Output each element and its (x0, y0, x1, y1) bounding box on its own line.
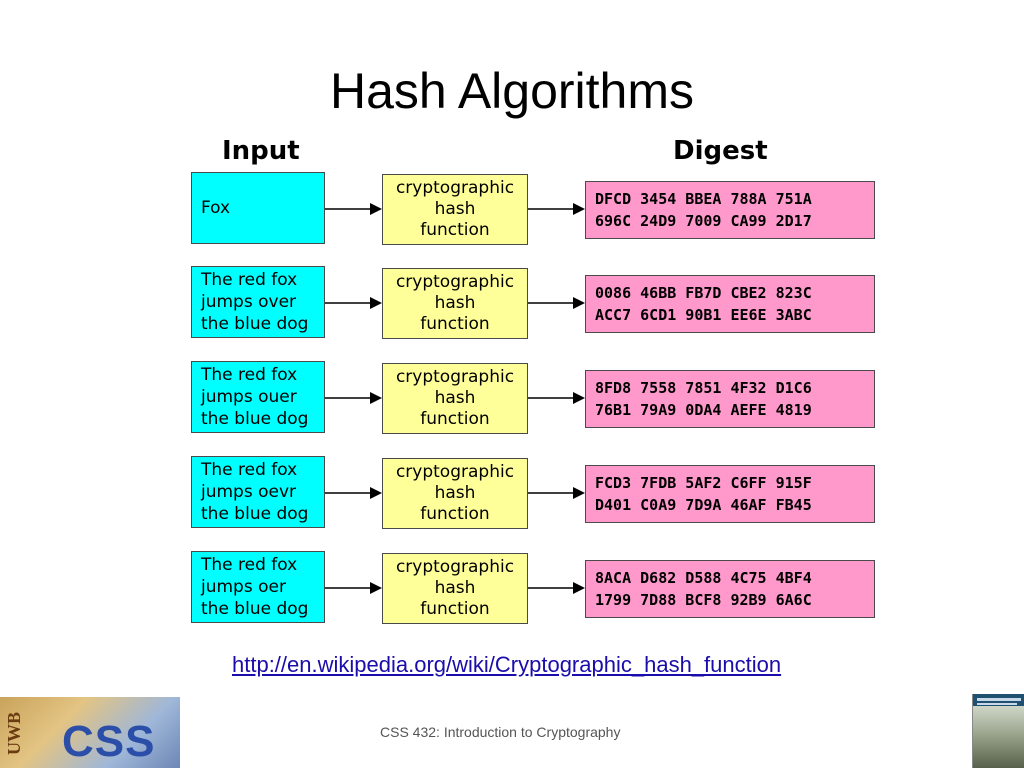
digest-box: 8FD8 7558 7851 4F32 D1C6 76B1 79A9 0DA4 … (585, 370, 875, 428)
arrow-right-icon (528, 487, 585, 499)
book-title-band (977, 698, 1021, 701)
digest-box: FCD3 7FDB 5AF2 C6FF 915F D401 C0A9 7D9A … (585, 465, 875, 523)
hash-function-box: cryptographic hash function (382, 268, 528, 339)
slide-footer: CSS 432: Introduction to Cryptography (380, 724, 621, 740)
input-text: The red fox jumps oevr the blue dog (201, 460, 309, 524)
input-box: The red fox jumps ouer the blue dog (191, 361, 325, 433)
arrow-right-icon (325, 392, 382, 404)
arrow-right-icon (325, 297, 382, 309)
input-box: The red fox jumps oer the blue dog (191, 551, 325, 623)
diagram-row: The red fox jumps oer the blue dog crypt… (0, 551, 1024, 627)
book-cover-icon (972, 694, 1024, 768)
diagram-row: The red fox jumps ouer the blue dog cryp… (0, 361, 1024, 437)
arrow-right-icon (325, 203, 382, 215)
book-subtitle-band (977, 703, 1017, 705)
source-link[interactable]: http://en.wikipedia.org/wiki/Cryptograph… (232, 652, 782, 677)
logo-uwb-text: UWB (4, 711, 24, 755)
hash-function-box: cryptographic hash function (382, 553, 528, 624)
arrow-right-icon (325, 582, 382, 594)
input-text: The red fox jumps oer the blue dog (201, 555, 309, 619)
input-text: Fox (201, 198, 231, 218)
digest-box: 8ACA D682 D588 4C75 4BF4 1799 7D88 BCF8 … (585, 560, 875, 618)
arrow-right-icon (528, 203, 585, 215)
digest-box: 0086 46BB FB7D CBE2 823C ACC7 6CD1 90B1 … (585, 275, 875, 333)
input-box: Fox (191, 172, 325, 244)
arrow-right-icon (325, 487, 382, 499)
diagram-row: The red fox jumps over the blue dog cryp… (0, 266, 1024, 342)
input-text: The red fox jumps over the blue dog (201, 270, 309, 334)
input-box: The red fox jumps oevr the blue dog (191, 456, 325, 528)
hash-function-box: cryptographic hash function (382, 174, 528, 245)
digest-box: DFCD 3454 BBEA 788A 751A 696C 24D9 7009 … (585, 181, 875, 239)
diagram-row: Fox cryptographic hash function DFCD 345… (0, 172, 1024, 248)
slide-title: Hash Algorithms (329, 63, 695, 119)
arrow-right-icon (528, 392, 585, 404)
input-text: The red fox jumps ouer the blue dog (201, 365, 309, 429)
hash-function-box: cryptographic hash function (382, 363, 528, 434)
input-column-header: Input (222, 136, 300, 166)
arrow-right-icon (528, 582, 585, 594)
digest-column-header: Digest (673, 136, 768, 166)
logo-css-text: CSS (62, 717, 156, 766)
diagram-row: The red fox jumps oevr the blue dog cryp… (0, 456, 1024, 532)
hash-function-box: cryptographic hash function (382, 458, 528, 529)
uwb-css-logo: UWB CSS (0, 697, 180, 768)
input-box: The red fox jumps over the blue dog (191, 266, 325, 338)
arrow-right-icon (528, 297, 585, 309)
